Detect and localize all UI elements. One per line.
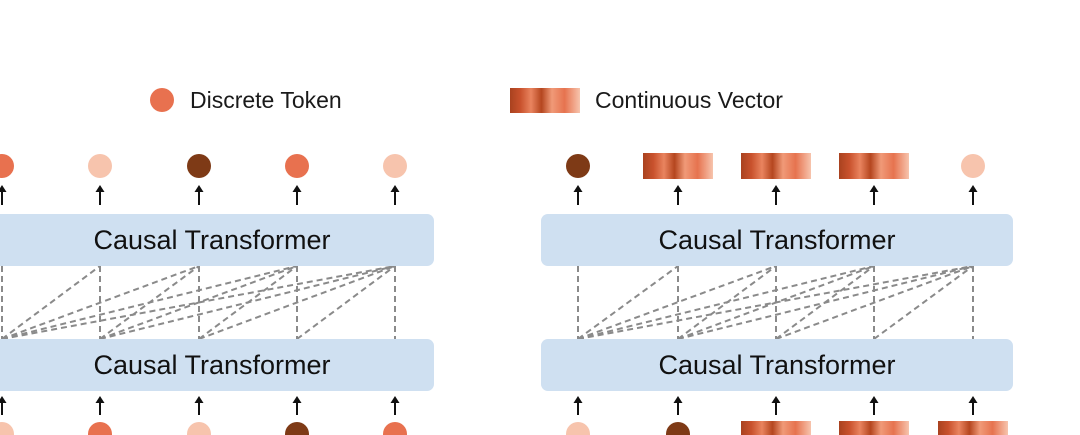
left-output-arrow-2-head	[95, 185, 105, 192]
right-output-token-1	[566, 154, 590, 178]
right-connector-diagonal-2-5	[677, 265, 974, 340]
left-input-token-3	[187, 422, 211, 435]
left-output-token-4	[285, 154, 309, 178]
right-input-token-2	[666, 422, 690, 435]
right-top-causal-transformer: Causal Transformer	[541, 214, 1013, 266]
right-input-token-1	[566, 422, 590, 435]
left-connector-diagonal-2-4	[99, 265, 298, 340]
right-output-arrow-4-head	[869, 185, 879, 192]
right-connector-diagonal-4-5	[873, 265, 974, 340]
left-connector-diagonal-2-5	[99, 265, 396, 340]
right-connector-diagonal-1-3	[577, 265, 777, 340]
left-connector-diagonal-1-3	[1, 265, 200, 340]
right-connector-diagonal-1-4	[577, 265, 875, 340]
right-output-arrow-5-head	[968, 185, 978, 192]
right-output-arrow-3-head	[771, 185, 781, 192]
left-output-token-2	[88, 154, 112, 178]
right-connector-diagonal-1-2	[577, 265, 679, 340]
right-input-token-3	[741, 421, 811, 435]
legend-discrete-label: Discrete Token	[190, 87, 342, 113]
left-output-arrow-4-head	[292, 185, 302, 192]
right-input-token-4	[839, 421, 909, 435]
legend-discrete-swatch	[150, 88, 174, 112]
left-connector-diagonal-1-2	[1, 265, 101, 340]
left-output-arrow-1-head	[0, 185, 7, 192]
left-output-token-3	[187, 154, 211, 178]
left-input-token-2	[88, 422, 112, 435]
right-output-arrow-1-head	[573, 185, 583, 192]
right-bottom-causal-transformer: Causal Transformer	[541, 339, 1013, 391]
left-connector-diagonal-1-5	[1, 265, 396, 340]
left-input-arrow-1-head	[0, 396, 7, 403]
left-connector-diagonal-1-4	[1, 265, 298, 340]
right-input-arrow-5-head	[968, 396, 978, 403]
left-input-token-1	[0, 422, 14, 435]
left-output-arrow-3-head	[194, 185, 204, 192]
right-output-token-4	[839, 153, 909, 179]
left-input-token-5	[383, 422, 407, 435]
right-output-token-5	[961, 154, 985, 178]
right-input-token-5	[938, 421, 1008, 435]
left-top-causal-transformer: Causal Transformer	[0, 214, 434, 266]
left-input-arrow-2-head	[95, 396, 105, 403]
right-input-arrow-4-head	[869, 396, 879, 403]
right-input-arrow-2-head	[673, 396, 683, 403]
right-connector-diagonal-1-5	[577, 265, 974, 340]
left-output-token-1	[0, 154, 14, 178]
right-input-arrow-1-head	[573, 396, 583, 403]
right-output-token-3	[741, 153, 811, 179]
left-input-arrow-3-head	[194, 396, 204, 403]
right-input-arrow-3-head	[771, 396, 781, 403]
left-connector-diagonal-3-5	[198, 265, 396, 340]
legend-continuous-label: Continuous Vector	[595, 87, 783, 113]
left-input-arrow-4-head	[292, 396, 302, 403]
right-output-token-2	[643, 153, 713, 179]
left-input-token-4	[285, 422, 309, 435]
left-bottom-causal-transformer: Causal Transformer	[0, 339, 434, 391]
right-output-arrow-2-head	[673, 185, 683, 192]
legend-continuous-swatch	[510, 88, 580, 113]
right-connector-diagonal-3-5	[775, 265, 974, 340]
left-output-arrow-5-head	[390, 185, 400, 192]
left-connector-diagonal-4-5	[296, 265, 396, 340]
left-output-token-5	[383, 154, 407, 178]
left-input-arrow-5-head	[390, 396, 400, 403]
